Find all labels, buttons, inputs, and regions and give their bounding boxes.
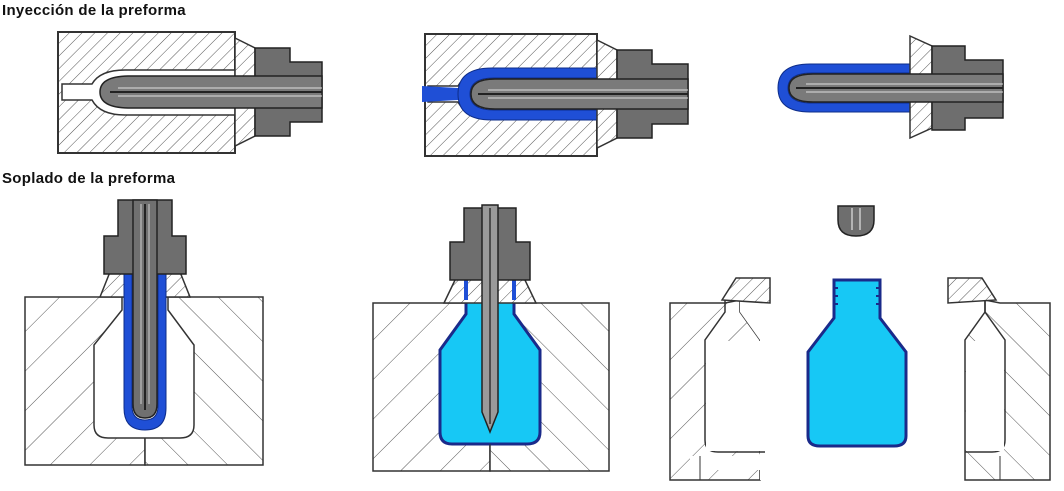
core-pin-highlight — [118, 87, 322, 97]
blowing-stage-3 — [669, 205, 1051, 481]
injection-stage-1 — [57, 31, 323, 154]
open-mold-left-cavity-fill — [706, 341, 764, 451]
injected-plastic-flow — [422, 86, 458, 102]
bottle-neck-thread — [464, 278, 516, 300]
blow-pin-highlight — [140, 204, 150, 404]
ejected-bottle-thread — [834, 287, 880, 305]
core-pin-highlight — [806, 83, 1003, 93]
blow-pin-retracted — [837, 205, 875, 237]
open-mold-right-cavity-fill — [966, 341, 1004, 451]
injection-stage-2 — [422, 33, 689, 157]
injection-section-title: Inyección de la preforma — [2, 2, 186, 19]
blowing-stage-1 — [24, 199, 264, 466]
blowing-section-title: Soplado de la preforma — [2, 170, 176, 187]
blowing-stage-2 — [372, 204, 610, 472]
open-mold-left-neck — [720, 277, 771, 304]
core-pin-highlight — [488, 89, 688, 99]
open-mold-left-cavity — [690, 300, 765, 480]
injection-stage-3 — [777, 34, 1004, 140]
ejected-bottle — [806, 278, 908, 448]
blow-pin-retracted-highlight — [851, 208, 861, 230]
open-mold-right-neck — [947, 277, 998, 304]
